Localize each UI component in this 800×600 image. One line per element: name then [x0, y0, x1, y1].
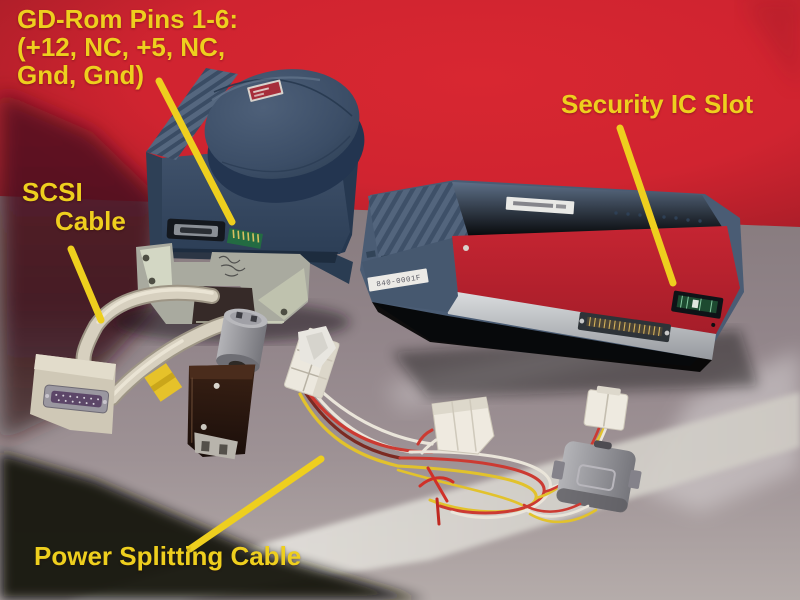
- table-dark-corner: [0, 452, 425, 600]
- scsi-cable-run-b-light: [112, 339, 184, 396]
- gdrom-bracket-glint2: [258, 268, 308, 320]
- power-loop-yellow2: [396, 468, 524, 507]
- dimm-board-case: 840-0001F: [360, 180, 758, 398]
- gdrom-disc-seam: [213, 78, 353, 117]
- annotation-line-scsi-cable: [67, 245, 105, 324]
- gdrom-disc-highlight: [211, 76, 321, 101]
- dimm-red-panel: [452, 226, 740, 334]
- gdrom-top-sticker: [247, 79, 284, 102]
- gdrom-pins-label: GD-Rom Pins 1-6: (+12, NC, +5, NC, Gnd, …: [17, 5, 238, 89]
- dimm-corner-knob: [366, 250, 376, 258]
- scsi-cable-label: SCSI Cable: [22, 178, 126, 236]
- power-molex-connector: [416, 396, 495, 455]
- gdrom-left-face: [146, 152, 162, 252]
- scsi-dsub-connector: [30, 354, 116, 434]
- power-wire-maroon: [303, 390, 402, 460]
- wall-corner-shade: [740, 0, 800, 90]
- gdrom-scsi-port: [166, 218, 226, 242]
- gdrom-pins-label-line2: (+12, NC, +5, NC,: [17, 32, 226, 62]
- power-ferrite-clamp: [551, 440, 642, 513]
- annotation-line-security-ic: [616, 124, 677, 287]
- power-cable-tie: [418, 466, 455, 526]
- power-clamp-exit-red: [522, 502, 582, 513]
- power-wire-yellow: [298, 392, 400, 468]
- gdrom-bracket: [136, 243, 310, 324]
- scsi-brown-connector: [187, 364, 256, 460]
- dimm-front-connector: [577, 311, 671, 343]
- annotation-line-gdrom-pins: [155, 77, 236, 226]
- power-clamp-exit-yellow: [528, 508, 598, 524]
- annotation-line-power-cable: [186, 455, 325, 553]
- gdrom-pins-label-line1: GD-Rom Pins 1-6:: [17, 4, 239, 34]
- scsi-cable-tape: [144, 363, 183, 402]
- gdrom-bracket-holes: [142, 254, 288, 316]
- security-ic-slot-label-text: Security IC Slot: [561, 89, 754, 119]
- gdrom-power-pins-pcb: [226, 228, 263, 249]
- gdrom-bracket-scribble: [218, 255, 246, 277]
- scsi-cable: [30, 284, 268, 460]
- power-small-connector: [583, 385, 629, 431]
- dimm-bottom-rim: [372, 302, 712, 372]
- dimm-panel-screw: [463, 245, 469, 251]
- gdrom-pins-label-line3: Gnd, Gnd): [17, 60, 145, 90]
- power-splitting-cable-label: Power Splitting Cable: [34, 542, 301, 570]
- power-splitting-cable-label-text: Power Splitting Cable: [34, 541, 302, 571]
- gdrom-disc-top: [204, 69, 360, 179]
- security-ic-slot: [671, 290, 724, 327]
- power-clamp-exit-white: [524, 504, 590, 518]
- scsi-cable-run-a-light: [96, 288, 214, 324]
- security-ic-slot-label: Security IC Slot: [561, 90, 753, 118]
- dimm-top-sticker: [505, 196, 575, 215]
- paper-scrap: [298, 326, 336, 368]
- power-splitting-cable: [283, 327, 642, 526]
- scsi-cable-label-line1: SCSI: [22, 177, 83, 207]
- scsi-cable-label-line2: Cable: [55, 206, 126, 236]
- gdrom-disc-seam2: [221, 135, 351, 173]
